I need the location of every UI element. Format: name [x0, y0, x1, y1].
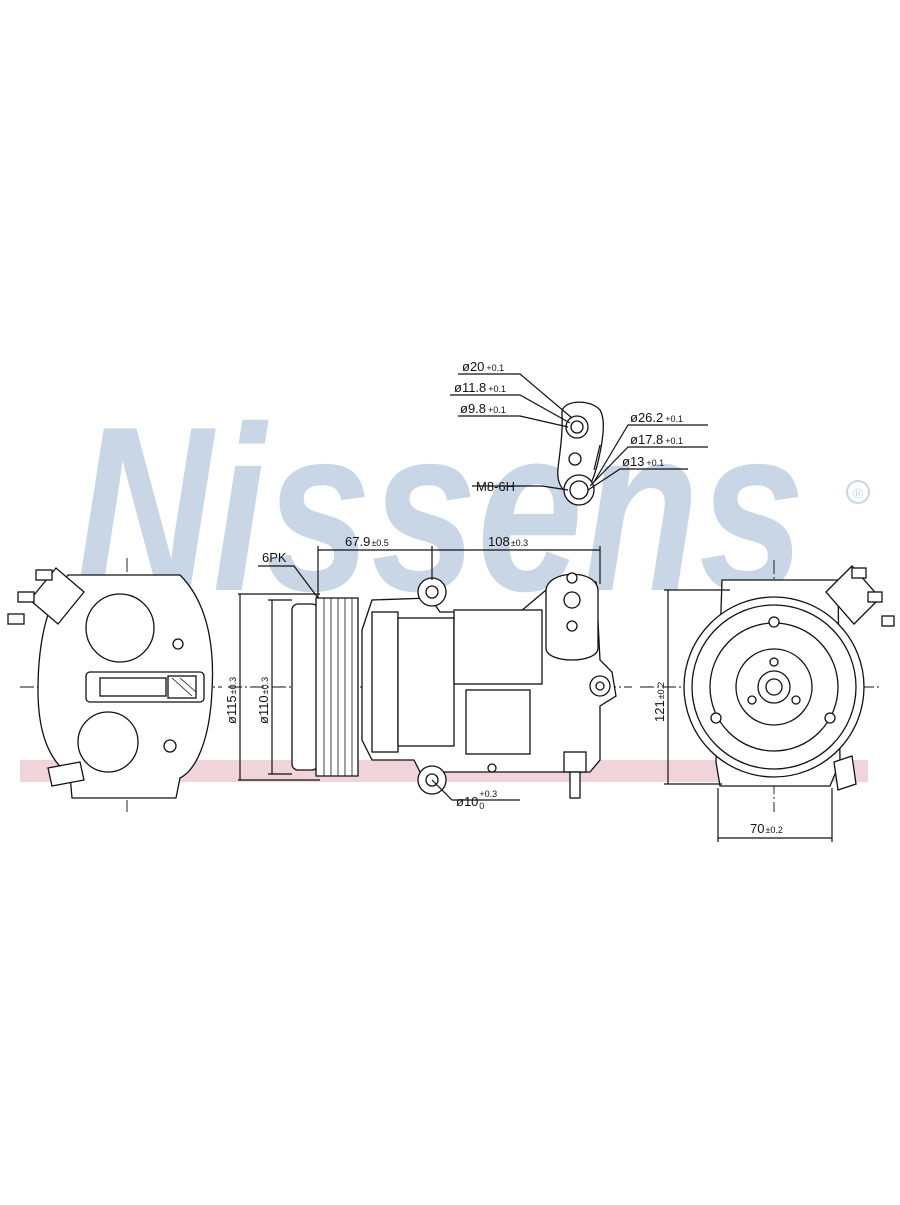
label-6pk: 6PK — [262, 550, 287, 565]
label-dim-67-9: 67.9±0.5 — [345, 534, 389, 549]
front-view-bolt-top — [768, 616, 780, 628]
leader-hole-d10 — [431, 779, 520, 801]
front-view-shaft — [765, 678, 783, 696]
side-port-3 — [566, 620, 578, 632]
label-port-d26-2: ø26.2+0.1 — [630, 410, 683, 425]
leader-d13 — [587, 468, 688, 491]
pulley-body — [315, 597, 359, 777]
rear-view-bolt — [163, 739, 177, 753]
label-dim-121: 121±0.2 — [652, 682, 667, 722]
mid-housing — [453, 609, 543, 685]
rear-port-block — [545, 573, 599, 661]
rear-view-pin-2 — [17, 591, 35, 603]
rear-view-lower-boss — [77, 711, 139, 773]
front-view-rivet-2 — [747, 695, 757, 705]
side-view-bolt — [487, 763, 497, 773]
port-upper-bore — [570, 420, 584, 434]
front-view-pin-3 — [881, 615, 895, 627]
leader-d9-8 — [458, 415, 569, 428]
label-thread: M8-6H — [476, 479, 515, 494]
front-view: 121±0.2 70±0.2 — [640, 560, 895, 842]
rear-view-hatch-1 — [171, 677, 193, 697]
label-port-d20: ø20+0.1 — [462, 359, 504, 374]
port-lower-bore — [569, 480, 589, 500]
side-connector — [563, 751, 587, 773]
clutch-coil — [371, 611, 399, 753]
leader-6pk — [258, 565, 319, 599]
rear-view-bolt-upper — [172, 638, 184, 650]
label-dim-108: 108±0.3 — [488, 534, 528, 549]
label-port-d9-8: ø9.8+0.1 — [460, 401, 506, 416]
front-view-bolt-right — [824, 712, 836, 724]
port-flange-edge — [593, 444, 601, 471]
rear-view-hatch-2 — [179, 677, 197, 693]
label-port-d17-8: ø17.8+0.1 — [630, 432, 683, 447]
side-connector-pin — [569, 771, 581, 799]
rear-view-lower-connector — [47, 761, 85, 787]
front-view-pin-2 — [867, 591, 883, 603]
front-view-pin-1 — [851, 567, 867, 579]
registered-mark-circle — [846, 480, 870, 504]
port-mid-bore — [568, 452, 582, 466]
label-dim-d110: ø110±0.3 — [256, 677, 271, 724]
side-view-lug-bore — [595, 681, 605, 691]
leader-d17-8 — [589, 446, 708, 487]
registered-mark: ® — [853, 485, 864, 501]
pulley-hub — [291, 603, 319, 771]
side-view: 6PK 67.9±0.5 108±0.3 ø115±0.3 ø110±0.3 ø… — [224, 534, 632, 811]
rear-view-pin-1 — [7, 613, 25, 625]
front-view-rivet-1 — [769, 657, 779, 667]
label-dim-70: 70±0.2 — [750, 821, 783, 836]
leader-d11-8 — [450, 394, 571, 424]
rear-view — [7, 558, 222, 812]
front-view-lower-connector — [833, 755, 857, 791]
lower-housing — [465, 689, 531, 755]
rear-view-upper-boss — [85, 593, 155, 663]
front-view-rivet-3 — [791, 695, 801, 705]
rear-view-pin-3 — [35, 569, 53, 581]
front-housing — [397, 617, 455, 747]
leader-d20 — [458, 373, 573, 419]
upper-mount-hole — [425, 585, 439, 599]
leader-thread — [472, 485, 569, 491]
pulley-grooves — [323, 598, 353, 776]
label-dim-d115: ø115±0.3 — [224, 677, 239, 724]
port-detail: ø20+0.1 ø11.8+0.1 ø9.8+0.1 ø26.2+0.1 ø17… — [450, 359, 708, 506]
side-port-2 — [563, 591, 581, 609]
leader-d26-2 — [593, 424, 708, 483]
front-view-bolt-left — [710, 712, 722, 724]
label-port-d13: ø13+0.1 — [622, 454, 664, 469]
side-port-1 — [566, 572, 578, 584]
label-port-d11-8: ø11.8+0.1 — [454, 380, 506, 395]
rear-view-valve-stem — [99, 677, 167, 697]
